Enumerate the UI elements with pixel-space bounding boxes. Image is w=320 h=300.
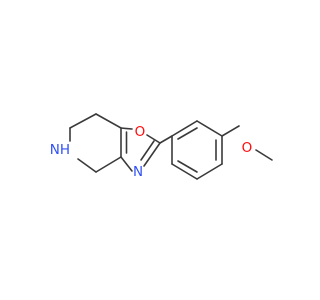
bond-ph2-ph3 [196,120,223,137]
atom-label-oxygen-ring: O [135,124,146,140]
atom-label-oxygen-methoxy: O [242,140,253,156]
bond-ph5-ph6-double [177,160,198,173]
bond-n5-c4 [77,158,97,173]
bond-ph4-ph5 [196,163,223,180]
bond-c7-c7a [95,113,122,129]
bond-c4-c3a [95,156,122,173]
atom-label-nitrogen-ring: N [133,164,143,180]
bond-c2-phenyl [159,135,173,144]
bond-c2-n3-double [140,140,155,161]
bond-o-methyl [255,149,273,161]
bond-c2-n3 [143,142,161,167]
bond-c7a-o1 [120,127,133,130]
atom-label-nitrogen-amine: NH [50,142,70,158]
piperidine-ring [69,113,122,173]
bond-ph1-ph2 [171,120,198,137]
phenyl-ring [171,120,223,180]
bond-c6-c7 [69,113,97,129]
bond-n3-c3a [120,156,133,172]
structure-canvas: O N NH O [50,113,273,180]
bond-ph3-o [221,125,240,137]
molecule-structure: O N NH O [50,113,273,180]
bond-ph5-ph6 [171,163,198,180]
oxazole-ring [120,127,161,172]
bond-o1-c2 [146,134,161,144]
bond-ph1-ph2-double [177,127,198,140]
